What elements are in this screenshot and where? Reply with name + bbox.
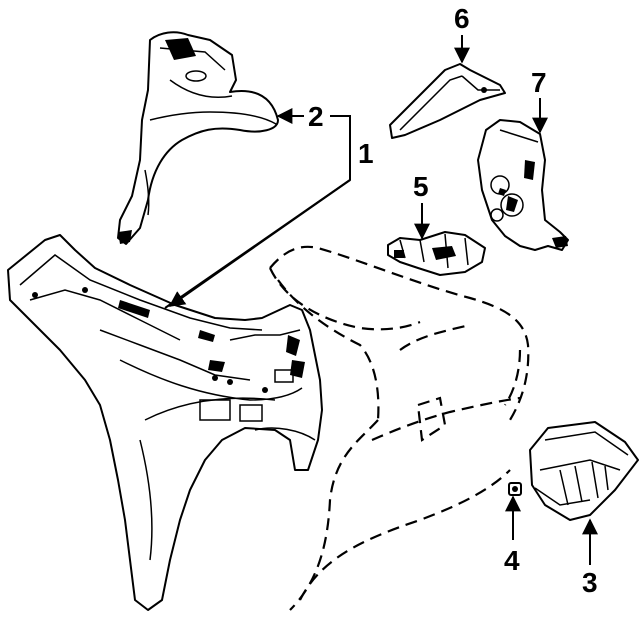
bracket-part xyxy=(477,119,569,251)
inner-wheelhouse-part xyxy=(117,31,279,245)
fuel-door-housing-part xyxy=(529,421,639,521)
callout-2: 2 xyxy=(308,101,324,132)
quarter-panel-outline xyxy=(269,245,530,611)
callout-1: 1 xyxy=(358,138,374,169)
inner-quarter-panel-part xyxy=(7,234,323,611)
callout-7: 7 xyxy=(531,67,547,98)
callout-6: 6 xyxy=(454,3,470,34)
leader-lines xyxy=(164,35,598,565)
callout-3: 3 xyxy=(582,567,598,598)
callout-4: 4 xyxy=(504,545,520,576)
clip-part xyxy=(508,482,522,496)
filler-panel-part xyxy=(389,63,506,139)
reinforcement-part xyxy=(387,231,486,276)
callout-5: 5 xyxy=(413,171,429,202)
